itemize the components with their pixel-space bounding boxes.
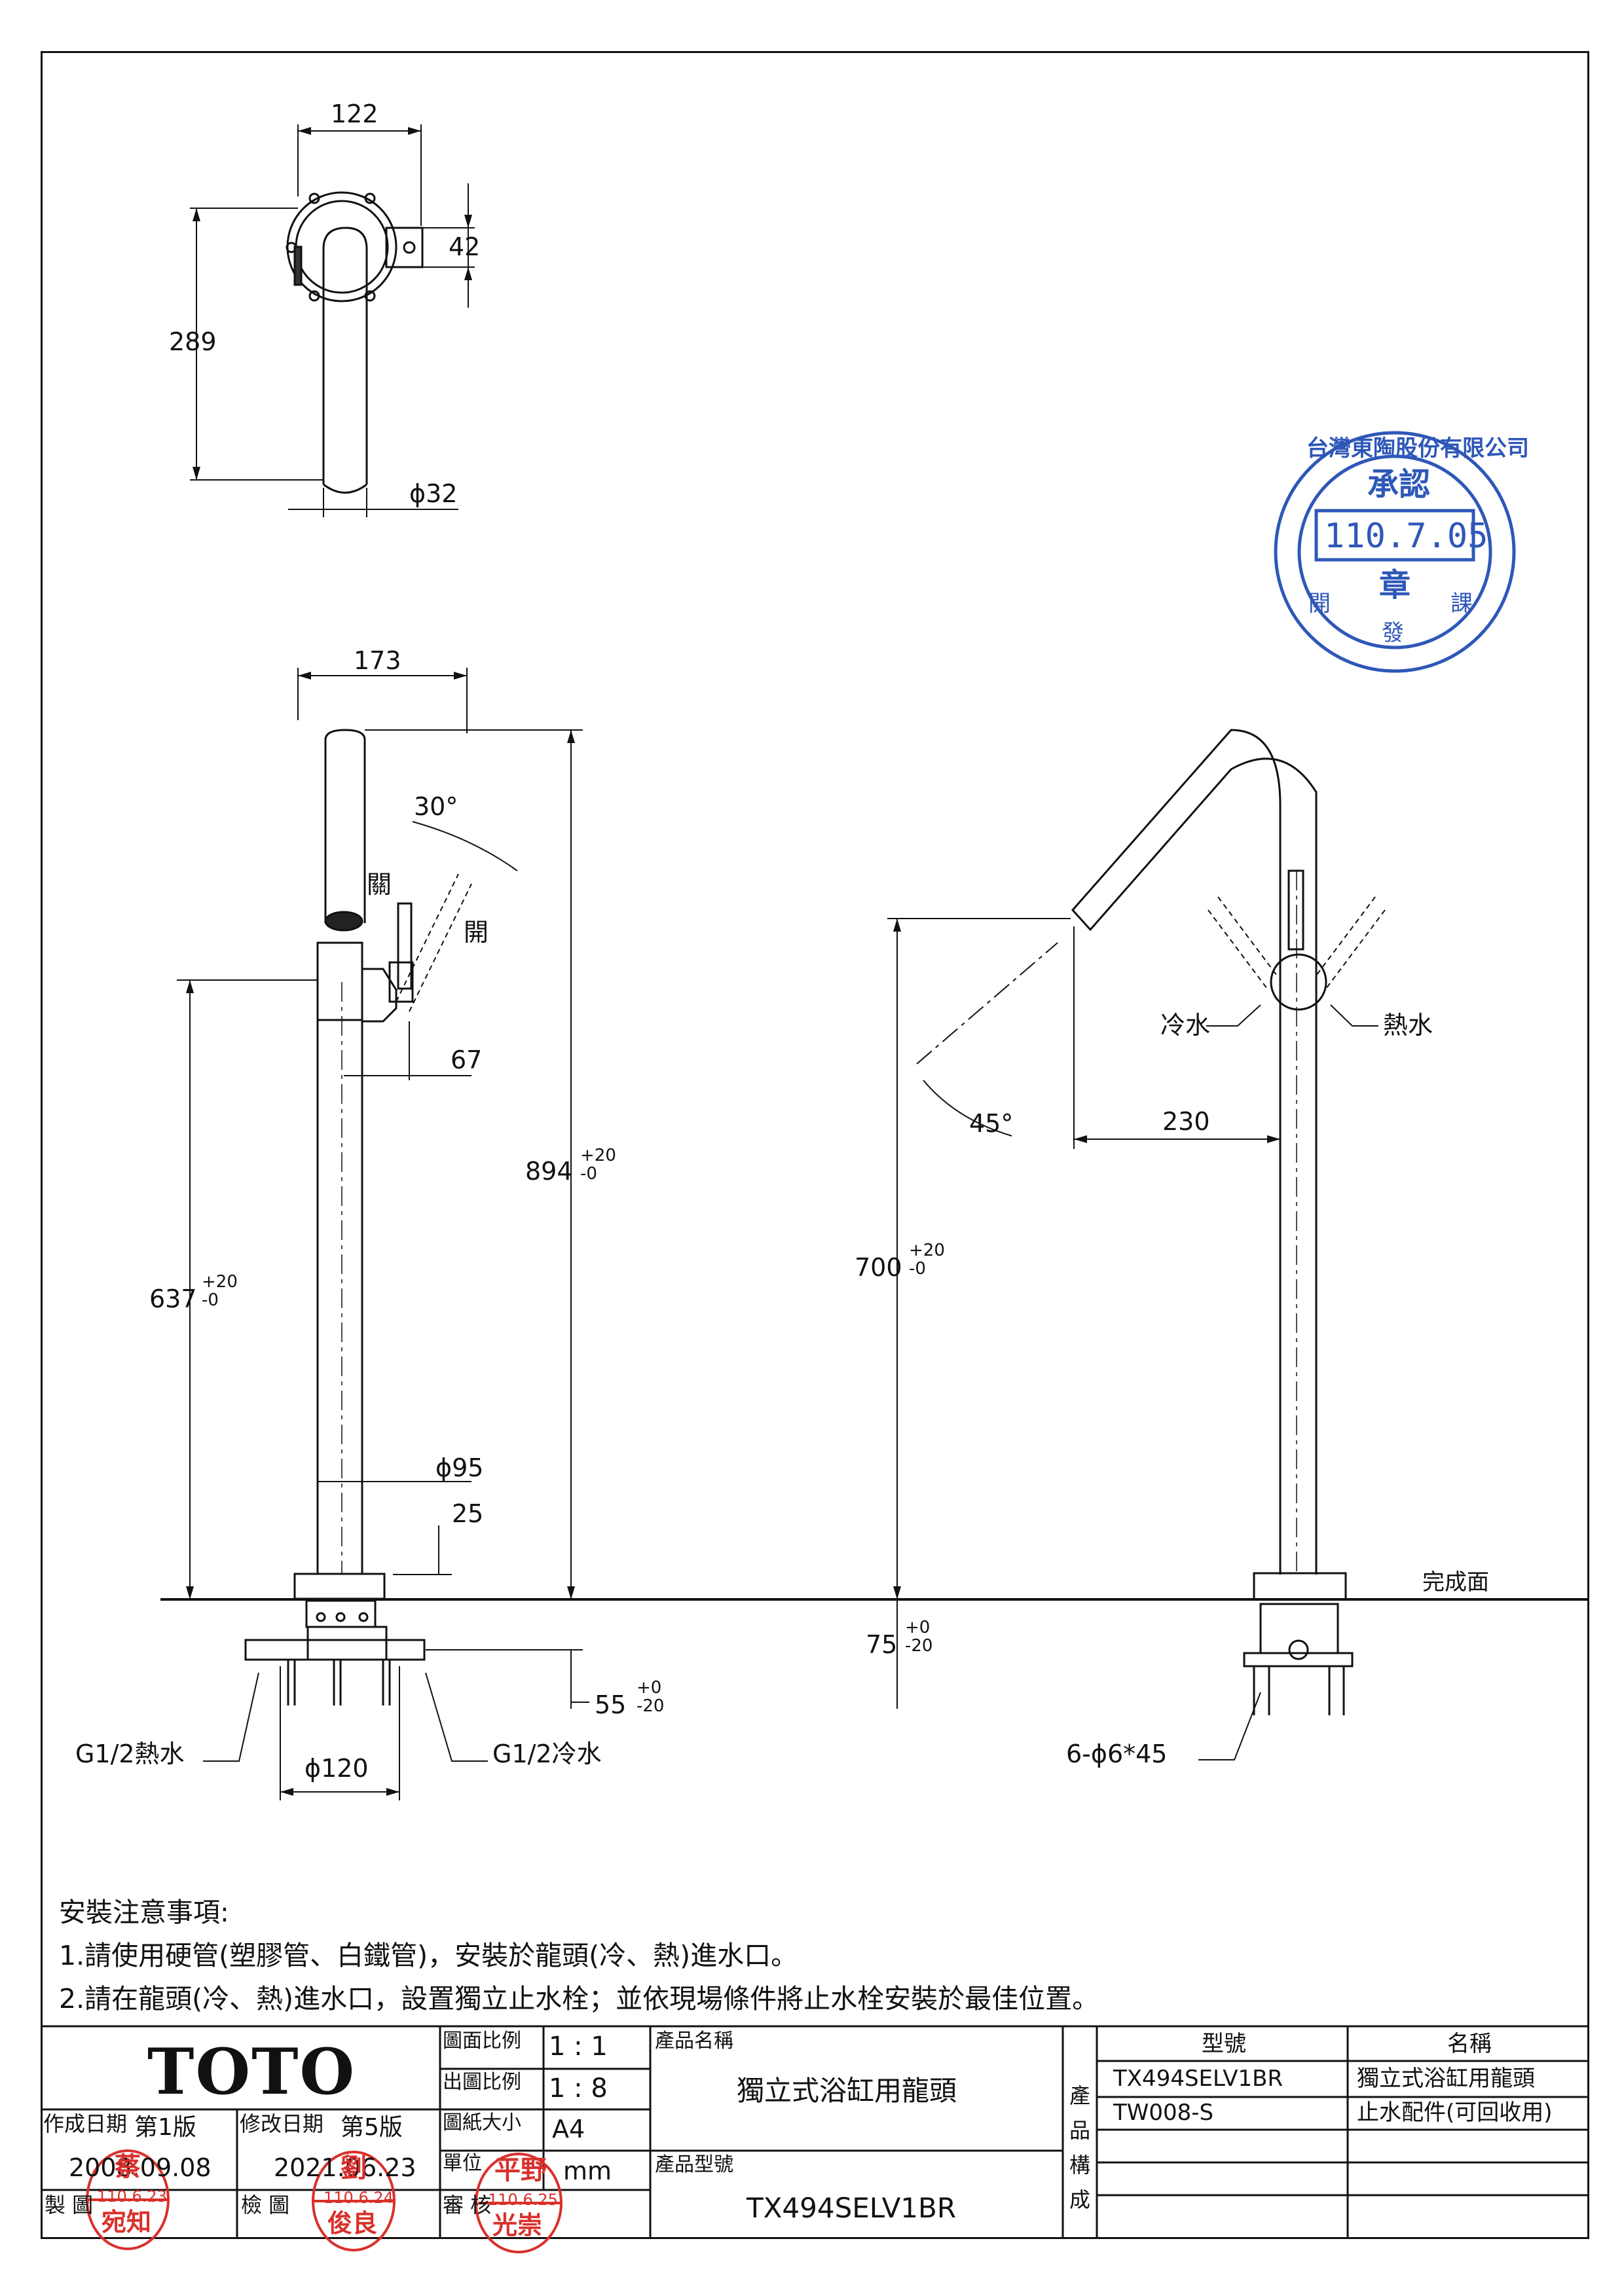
- flange-dia-dim: ϕ120: [304, 1754, 369, 1783]
- front-below-tol-minus: -20: [905, 1636, 933, 1656]
- top-handle-dim: 42: [449, 232, 481, 261]
- front-angle: 45°: [969, 1109, 1014, 1138]
- table-row-1-name: 獨立式浴缸用龍頭: [1357, 2066, 1535, 2092]
- side-close-label: 關: [367, 870, 392, 899]
- revised-label: 修改日期: [240, 2111, 324, 2136]
- side-below-tol-minus: -20: [637, 1696, 665, 1716]
- front-height-dim: 700: [855, 1253, 902, 1282]
- cold-water-label: 冷水: [1160, 1011, 1211, 1040]
- side-lever-dim: 637: [149, 1285, 197, 1313]
- stamp-reviewed-name-bottom: 光崇: [492, 2211, 543, 2240]
- stamp-checked-date: 110.6.24: [323, 2189, 394, 2207]
- side-view-dimensions: [177, 668, 589, 1800]
- stamp-reviewed-name-top: 平野: [494, 2155, 547, 2185]
- stamp-drawn-name-top: 蔡: [115, 2152, 141, 2182]
- front-view-dimensions: [887, 918, 1378, 1760]
- unit-value: mm: [563, 2157, 612, 2185]
- revised-edition: 第5版: [341, 2114, 403, 2141]
- note-item-1: 1.請使用硬管(塑膠管、白鐵管)，安裝於龍頭(冷、熱)進水口。: [59, 1940, 798, 1971]
- side-below-dim: 55: [595, 1690, 627, 1719]
- side-width-dim: 173: [354, 646, 401, 675]
- side-total-tol-plus: +20: [580, 1146, 616, 1165]
- composition-char-4: 成: [1069, 2187, 1091, 2212]
- composition-char-1: 產: [1069, 2083, 1091, 2108]
- table-header-name: 名稱: [1447, 2031, 1492, 2057]
- top-length-dim: 289: [169, 327, 217, 356]
- front-height-tol-plus: +20: [909, 1241, 945, 1260]
- finish-surface-label: 完成面: [1422, 1569, 1489, 1595]
- front-height-tol-minus: -0: [909, 1259, 926, 1279]
- side-offset-dim: 67: [451, 1046, 483, 1074]
- side-view-outline: [244, 729, 472, 1705]
- front-reach-dim: 230: [1162, 1107, 1210, 1136]
- signature-stamps: [86, 2149, 563, 2253]
- hot-water-label: 熱水: [1383, 1011, 1433, 1040]
- stamp-dept-right: 課: [1450, 591, 1473, 617]
- side-total-dim: 894: [525, 1157, 573, 1186]
- created-date: 2008.09.08: [69, 2153, 212, 2182]
- drawn-label: 製 圖: [45, 2193, 94, 2217]
- table-row-2-model: TW008-S: [1113, 2100, 1214, 2126]
- drawing-frame: [41, 51, 1589, 2239]
- print-scale-label: 出圖比例: [443, 2071, 521, 2094]
- stamp-dept-left: 開: [1308, 591, 1331, 617]
- toto-logo: TOTO: [147, 2035, 356, 2109]
- stamp-drawn-name-bottom: 宛知: [101, 2208, 152, 2236]
- scale-value: 1 : 1: [549, 2032, 608, 2062]
- stamp-checked-name-bottom: 俊良: [327, 2209, 378, 2238]
- top-view-dimensions: [190, 124, 475, 517]
- created-edition: 第1版: [134, 2114, 196, 2141]
- stamp-checked-name-top: 劉: [341, 2153, 367, 2183]
- stamp-reviewed-date: 110.6.25: [488, 2191, 558, 2209]
- top-dia-dim: ϕ32: [409, 479, 458, 508]
- table-header-model: 型號: [1202, 2031, 1246, 2057]
- side-total-tol-minus: -0: [580, 1164, 597, 1184]
- side-open-label: 開: [464, 918, 489, 947]
- top-view-outline: [286, 191, 424, 494]
- hot-inlet-label: G1/2熱水: [75, 1740, 185, 1768]
- side-angle: 30°: [414, 792, 458, 821]
- product-model: TX494SELV1BR: [747, 2192, 957, 2224]
- revised-date: 2021.06.23: [274, 2153, 416, 2182]
- checked-label: 檢 圖: [241, 2193, 290, 2217]
- composition-char-3: 構: [1069, 2153, 1091, 2178]
- print-scale-value: 1 : 8: [549, 2073, 608, 2104]
- cold-inlet-label: G1/2冷水: [492, 1740, 602, 1768]
- front-below-dim: 75: [866, 1630, 898, 1659]
- paper-size-value: A4: [552, 2115, 585, 2143]
- product-name: 獨立式浴缸用龍頭: [737, 2075, 957, 2107]
- top-width-dim: 122: [331, 100, 378, 128]
- note-item-2: 2.請在龍頭(冷、熱)進水口，設置獨立止水栓；並依現場條件將止水栓安裝於最佳位置…: [59, 1983, 1099, 2014]
- product-name-label: 產品名稱: [655, 2030, 733, 2052]
- composition-char-2: 品: [1069, 2118, 1091, 2143]
- reviewed-label: 審 核: [443, 2193, 492, 2217]
- unit-label: 單位: [443, 2152, 482, 2175]
- stamp-seal: 章: [1379, 567, 1411, 604]
- side-lever-tol-minus: -0: [202, 1290, 219, 1310]
- anchor-bolts-label: 6-ϕ6*45: [1066, 1740, 1168, 1768]
- side-below-tol-plus: +0: [637, 1678, 662, 1698]
- table-row-2-name: 止水配件(可回收用): [1357, 2100, 1553, 2126]
- side-base-dia-dim: ϕ95: [435, 1453, 484, 1482]
- front-view-outline: [1071, 729, 1386, 1715]
- notes-title: 安裝注意事項:: [59, 1897, 229, 1928]
- installation-notes: 安裝注意事項: 1.請使用硬管(塑膠管、白鐵管)，安裝於龍頭(冷、熱)進水口。 …: [59, 1891, 1099, 2020]
- product-model-label: 產品型號: [655, 2153, 733, 2176]
- scale-label: 圖面比例: [443, 2030, 521, 2052]
- stamp-approve: 承認: [1367, 466, 1431, 503]
- stamp-company: 台灣東陶股份有限公司: [1306, 435, 1529, 462]
- approval-stamp: [1274, 431, 1516, 673]
- side-lever-tol-plus: +20: [202, 1272, 238, 1292]
- dimension-arrowheads: [186, 127, 1280, 1796]
- paper-size-label: 圖紙大小: [443, 2111, 521, 2134]
- stamp-date: 110.7.05: [1324, 517, 1488, 556]
- stamp-drawn-date: 110.6.23: [97, 2187, 167, 2206]
- created-label: 作成日期: [43, 2111, 128, 2136]
- side-base-height-dim: 25: [452, 1499, 484, 1528]
- table-row-1-model: TX494SELV1BR: [1113, 2066, 1283, 2092]
- front-below-tol-plus: +0: [905, 1618, 931, 1637]
- stamp-dept-mid: 發: [1382, 620, 1404, 646]
- title-block-grid: [41, 2025, 1589, 2239]
